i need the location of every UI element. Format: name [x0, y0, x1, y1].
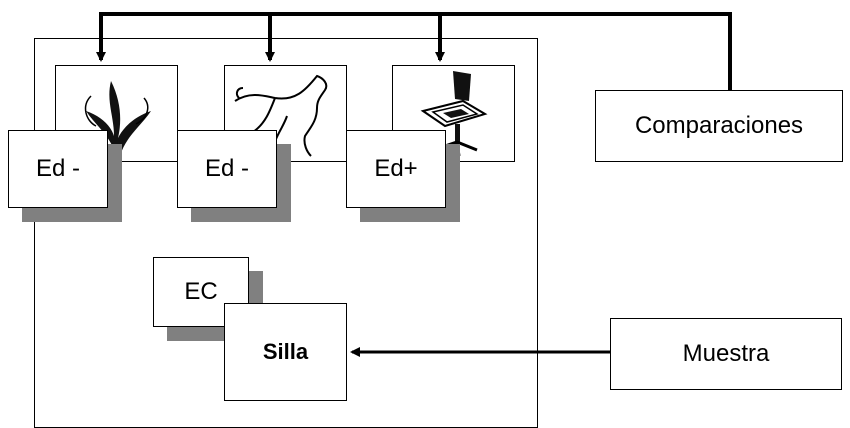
stimulus-label-2 — [177, 130, 277, 208]
stimulus-label-1-text: Ed - — [35, 155, 80, 182]
chair-icon — [420, 71, 488, 157]
stimulus-label-3-text: Ed+ — [374, 155, 418, 182]
connector-lines — [96, 12, 732, 357]
comparisons-box — [595, 90, 843, 162]
stimulus-label-2-text: Ed - — [204, 155, 249, 182]
sample-word-text: Silla — [262, 339, 309, 364]
sample-label-text: EC — [184, 278, 218, 305]
plant-icon — [84, 81, 151, 156]
sample-source-label: Muestra — [682, 340, 770, 367]
sample-source-box — [610, 318, 842, 390]
stimulus-label-3 — [346, 130, 446, 208]
stimulus-label-1 — [8, 130, 108, 208]
sample-word-box — [224, 303, 347, 401]
comparisons-label: Comparaciones — [634, 112, 804, 139]
